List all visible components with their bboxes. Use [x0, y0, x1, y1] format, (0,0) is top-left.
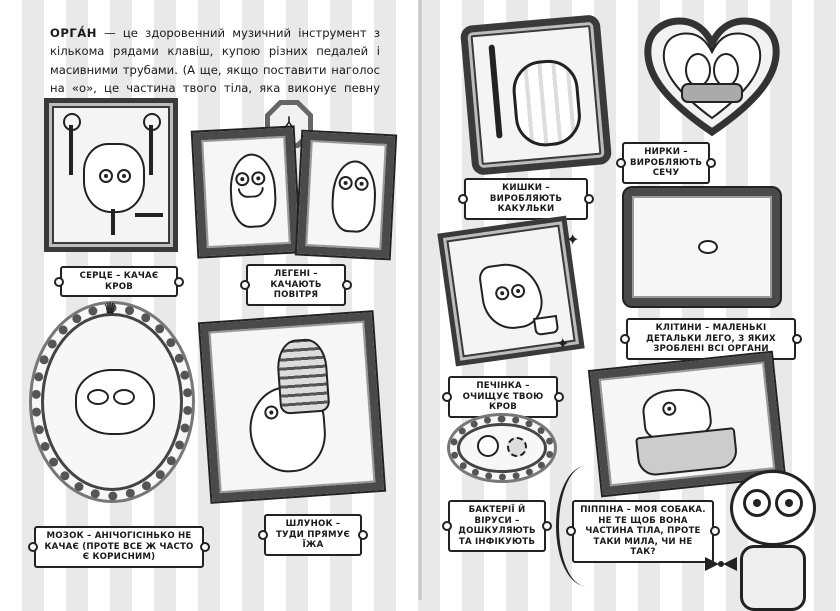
book-spine	[418, 0, 422, 600]
crown-icon: ♛	[103, 299, 118, 318]
heart-label: СЕРЦЕ – КАЧАЄ КРОВ	[60, 266, 178, 297]
intestines-frame	[459, 14, 613, 176]
sandwich-icon	[275, 337, 331, 415]
glasses-icon	[87, 389, 139, 405]
kidneys-frame	[642, 14, 782, 138]
heart-illustration	[83, 143, 145, 213]
heart-eye-left	[99, 169, 113, 183]
virus-illustration	[507, 437, 527, 457]
heart-arm-right	[149, 125, 153, 175]
heart-frame	[44, 98, 178, 252]
bacteria-frame	[450, 416, 554, 480]
cells-frame	[624, 188, 780, 306]
lung-right-illustration	[330, 159, 378, 234]
robot-body	[740, 545, 806, 611]
bow-tie-icon	[705, 557, 737, 571]
ring-right-icon	[143, 113, 161, 131]
lungs-hex-icon: ⅄	[284, 113, 294, 132]
sparkle-icon-2: ✦	[556, 334, 570, 353]
cup-icon	[533, 314, 560, 337]
brain-frame: ♛	[32, 299, 192, 500]
robot-arm-left	[556, 466, 615, 586]
heart-arm-left	[69, 125, 73, 175]
intestines-pole	[488, 44, 503, 139]
stomach-label: ШЛУНОК – ТУДИ ПРЯМУЄ ЇЖА	[264, 514, 362, 556]
robot-eye-left	[743, 489, 771, 517]
liver-label: ПЕЧІНКА – ОЧИЩУЄ ТВОЮ КРОВ	[448, 376, 558, 418]
intro-paragraph: ОРГА́Н — це здоровенний музичний інструм…	[50, 24, 380, 117]
intro-text: — це здоровенний музичний інструмент з к…	[50, 25, 380, 114]
cell-illustration	[698, 240, 718, 254]
lungs-left-frame	[192, 127, 300, 257]
sparkle-icon: ✦	[566, 230, 580, 249]
intro-term: ОРГА́Н	[50, 25, 97, 40]
brain-label: МОЗОК – АНІЧОГІСІНЬКО НЕ КАЧАЄ (ПРОТЕ ВС…	[34, 526, 204, 568]
lungs-right-frame	[296, 131, 396, 259]
intestines-illustration	[510, 57, 584, 149]
ring-left-icon	[63, 113, 81, 131]
lungs-label: ЛЕГЕНІ – КАЧАЮТЬ ПОВІТРЯ	[246, 264, 346, 306]
heart-leg-2	[111, 209, 115, 235]
stomach-frame	[200, 312, 384, 502]
robot-eye-right	[775, 489, 803, 517]
heart-eye-right	[117, 169, 131, 183]
bacteria-label: БАКТЕРІЇ Й ВІРУСИ – ДОШКУЛЯЮТЬ ТА ІНФІКУ…	[448, 500, 546, 552]
heart-leg	[135, 213, 163, 217]
intestines-label: КИШКИ – ВИРОБЛЯЮТЬ КАКУЛЬКИ	[464, 178, 588, 220]
bacteria-illustration	[477, 435, 499, 457]
heart-frame-shape	[644, 17, 780, 137]
robot-head	[730, 470, 816, 546]
kidneys-label: НИРКИ – ВИРОБЛЯЮТЬ СЕЧУ	[622, 142, 710, 184]
